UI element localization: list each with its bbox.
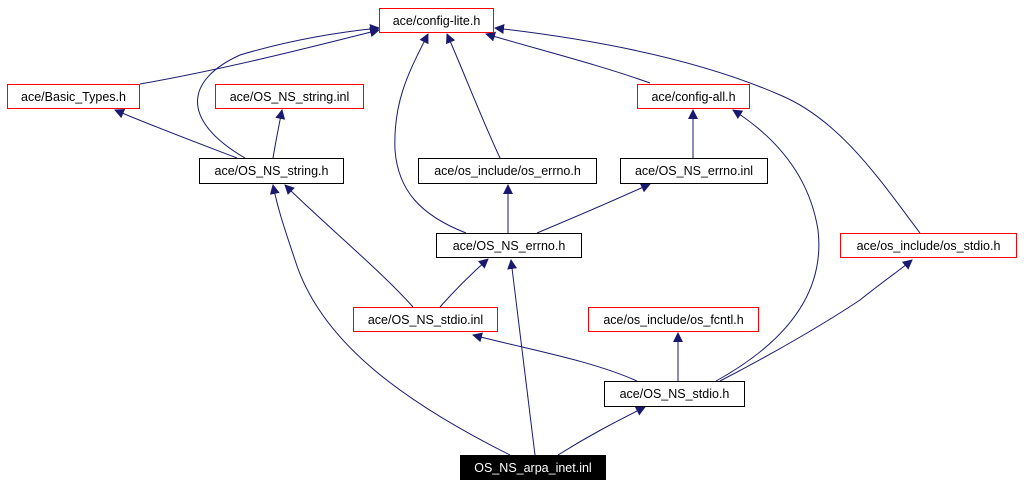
node-os-ns-errno-h[interactable]: ace/OS_NS_errno.h (436, 233, 582, 258)
edge-os_ns_errno_h-to-os_ns_errno_inl (536, 183, 651, 234)
edge-os_ns_stdio_h-to-os_ns_stdio_inl (472, 332, 638, 382)
node-config-all[interactable]: ace/config-all.h (637, 84, 750, 109)
edge-basic_types-to-config_lite (139, 27, 380, 85)
node-basic-types[interactable]: ace/Basic_Types.h (7, 84, 140, 109)
edge-os_ns_string_h-to-config_lite (197, 23, 380, 159)
node-os-ns-arpa-inet-inl[interactable]: OS_NS_arpa_inet.inl (460, 455, 606, 480)
edge-os_ns_arpa_inet_inl-to-os_ns_errno_h (507, 259, 536, 456)
edge-os_errno_h-to-config_lite (446, 33, 501, 159)
edge-config_all-to-config_lite (485, 31, 651, 84)
edge-os_ns_arpa_inet_inl-to-os_ns_stdio_h (557, 406, 646, 456)
node-os-stdio-h[interactable]: ace/os_include/os_stdio.h (840, 233, 1017, 258)
node-os-ns-errno-inl[interactable]: ace/OS_NS_errno.inl (620, 158, 768, 184)
edge-os_ns_arpa_inet_inl-to-os_ns_string_h (269, 184, 511, 456)
edge-os_ns_stdio_h-to-os_stdio_h (719, 259, 913, 382)
node-config-lite[interactable]: ace/config-lite.h (379, 8, 494, 33)
node-os-fcntl-h[interactable]: ace/os_include/os_fcntl.h (588, 307, 759, 332)
edge-os_ns_stdio_inl-to-os_ns_string_h (284, 184, 414, 308)
node-os-ns-stdio-h[interactable]: ace/OS_NS_stdio.h (604, 381, 745, 407)
edge-os_ns_stdio_inl-to-os_ns_errno_h (439, 258, 489, 308)
edge-os_ns_string_h-to-os_ns_string_inl (272, 109, 286, 159)
edge-os_ns_errno_h-to-config_lite (394, 33, 467, 234)
node-os-ns-stdio-inl[interactable]: ace/OS_NS_stdio.inl (353, 307, 498, 332)
node-os-ns-string-h[interactable]: ace/OS_NS_string.h (199, 158, 344, 184)
edge-os_ns_stdio_h-to-config_all (715, 109, 820, 382)
edge-os_ns_string_h-to-basic_types (114, 108, 238, 159)
node-os-errno-h[interactable]: ace/os_include/os_errno.h (418, 158, 597, 184)
edge-os_stdio_h-to-config_lite (494, 24, 921, 234)
node-os-ns-string-inl[interactable]: ace/OS_NS_string.inl (215, 84, 364, 109)
